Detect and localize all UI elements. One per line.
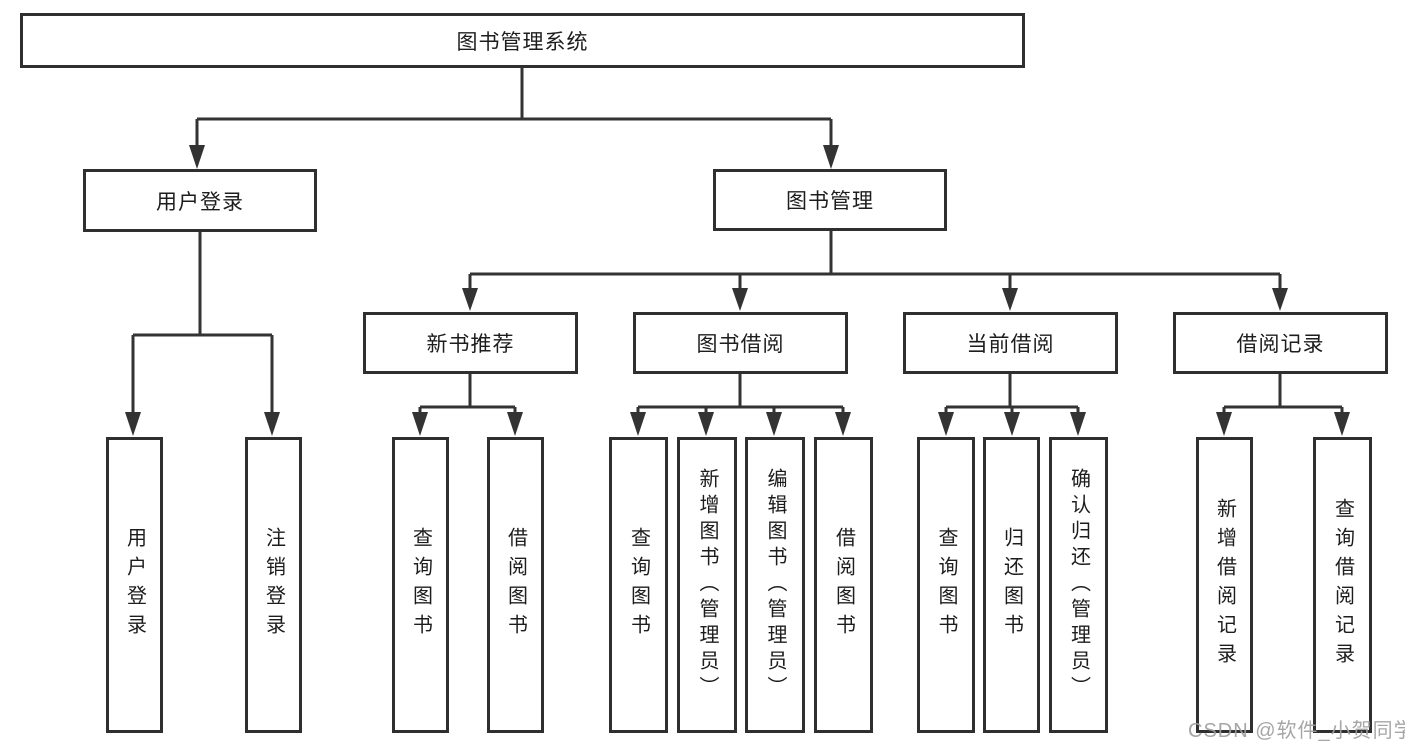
leaf-label: 查询图书: [935, 527, 957, 643]
node-current-borrow: 当前借阅: [903, 312, 1118, 374]
node-new-book-recommend: 新书推荐: [363, 312, 578, 374]
leaf-logout: 注销登录: [245, 437, 302, 733]
node-label: 新书推荐: [426, 333, 515, 356]
node-label: 图书管理系统: [456, 30, 589, 54]
leaf-label: 新增图书（管理员）: [696, 468, 718, 702]
leaf-edit-book-admin: 编辑图书（管理员）: [745, 437, 805, 733]
leaf-label: 查询图书: [409, 527, 432, 643]
node-label: 图书管理: [786, 190, 874, 213]
arrowheads: [125, 145, 1350, 436]
leaf-label: 查询图书: [627, 527, 650, 643]
leaf-label: 查询借阅记录: [1331, 498, 1354, 672]
node-book-borrow: 图书借阅: [633, 312, 848, 374]
node-label: 图书借阅: [696, 333, 785, 356]
leaf-label: 确认归还（管理员）: [1067, 468, 1090, 702]
leaf-recommend-query-book: 查询图书: [392, 437, 449, 733]
leaf-borrow-query-book: 查询图书: [609, 437, 668, 733]
csdn-watermark: CSDN @软件_小贺同学: [1188, 720, 1405, 742]
node-label: 借阅记录: [1236, 333, 1325, 356]
leaf-label: 借阅图书: [832, 527, 855, 643]
leaf-label: 编辑图书（管理员）: [764, 468, 786, 702]
leaf-label: 新增借阅记录: [1213, 498, 1236, 672]
leaf-query-borrow-record: 查询借阅记录: [1313, 437, 1372, 733]
node-label: 用户登录: [156, 190, 244, 214]
leaf-user-login: 用户登录: [106, 437, 163, 733]
leaf-add-borrow-record: 新增借阅记录: [1196, 437, 1253, 733]
leaf-label: 归还图书: [1000, 527, 1023, 643]
leaf-recommend-borrow-book: 借阅图书: [487, 437, 544, 733]
node-book-management: 图书管理: [713, 169, 947, 231]
leaf-label: 注销登录: [262, 527, 285, 643]
node-borrow-record: 借阅记录: [1173, 312, 1388, 374]
node-user-login: 用户登录: [83, 169, 317, 232]
leaf-return-book: 归还图书: [983, 437, 1040, 733]
leaf-add-book-admin: 新增图书（管理员）: [677, 437, 737, 733]
leaf-label: 用户登录: [123, 527, 146, 643]
leaf-current-query-book: 查询图书: [917, 437, 975, 733]
leaf-borrow-book: 借阅图书: [814, 437, 873, 733]
leaf-confirm-return-admin: 确认归还（管理员）: [1049, 437, 1108, 733]
leaf-label: 借阅图书: [504, 527, 527, 643]
node-library-management-system: 图书管理系统: [20, 13, 1025, 68]
node-label: 当前借阅: [966, 333, 1055, 356]
